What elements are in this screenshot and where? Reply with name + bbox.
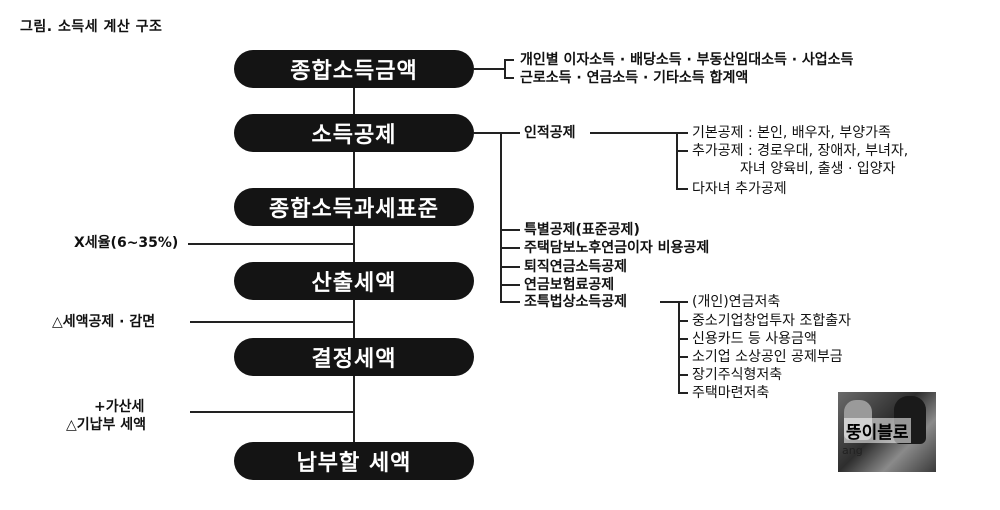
personal-item-additional-cont: 자녀 양육비, 출생 · 입양자 xyxy=(740,161,896,177)
deduction-retirement-pension: 퇴직연금소득공제 xyxy=(524,259,628,275)
watermark-text: 뚱이블로 xyxy=(844,418,911,443)
step-calculated-tax: 산출세액 xyxy=(234,262,474,300)
personal-bracket xyxy=(676,132,678,190)
special-item-credit-card: 신용카드 등 사용금액 xyxy=(692,331,817,347)
special-item-startup-investment: 중소기업창업투자 조합출자 xyxy=(692,313,852,329)
income-bracket xyxy=(504,59,506,79)
watermark-image: 뚱이블로 ang xyxy=(838,392,936,472)
tax-rate-line xyxy=(188,243,354,245)
income-sources-line1: 개인별 이자소득 · 배당소득 · 부동산임대소득 · 사업소득 xyxy=(520,52,854,68)
deduction-pension-insurance: 연금보험료공제 xyxy=(524,277,615,293)
step-payable-tax: 납부할 세액 xyxy=(234,442,474,480)
tax-credit-line xyxy=(190,321,354,323)
personal-deduction-label: 인적공제 xyxy=(524,125,576,141)
personal-item-basic: 기본공제 : 본인, 배우자, 부양가족 xyxy=(692,125,891,141)
special-item-housing-savings: 주택마련저축 xyxy=(692,385,770,401)
special-item-long-term-stock: 장기주식형저축 xyxy=(692,367,783,383)
special-branch-line xyxy=(660,301,678,303)
adjustment-line xyxy=(190,411,354,413)
additional-tax-label: +가산세 xyxy=(94,399,145,415)
deduction-standard: 특별공제(표준공제) xyxy=(524,222,640,238)
special-bracket xyxy=(678,301,680,393)
special-item-pension-savings: (개인)연금저축 xyxy=(692,294,781,310)
personal-item-additional: 추가공제 : 경로우대, 장애자, 부녀자, xyxy=(692,143,909,159)
deduction-trunk xyxy=(500,132,502,302)
figure-title: 그림. 소득세 계산 구조 xyxy=(20,19,163,35)
tax-credit-label: △세액공제 · 감면 xyxy=(52,314,156,330)
special-item-small-business: 소기업 소상공인 공제부금 xyxy=(692,349,843,365)
income-sources-line2: 근로소득 · 연금소득 · 기타소득 합계액 xyxy=(520,70,749,86)
prepaid-tax-label: △기납부 세액 xyxy=(66,417,147,433)
step-income-deduction: 소득공제 xyxy=(234,114,474,152)
personal-item-multichild: 다자녀 추가공제 xyxy=(692,181,787,197)
watermark-subtext: ang xyxy=(842,444,863,457)
income-connector xyxy=(474,68,504,70)
step-tax-base: 종합소득과세표준 xyxy=(234,188,474,226)
deduction-connector xyxy=(474,132,500,134)
special-tax-law-label: 조특법상소득공제 xyxy=(524,294,628,310)
personal-branch-line xyxy=(590,132,676,134)
deduction-mortgage-pension: 주택담보노후연금이자 비용공제 xyxy=(524,240,710,256)
tax-rate-label: X세율(6~35%) xyxy=(74,235,179,251)
step-determined-tax: 결정세액 xyxy=(234,338,474,376)
step-gross-income: 종합소득금액 xyxy=(234,50,474,88)
